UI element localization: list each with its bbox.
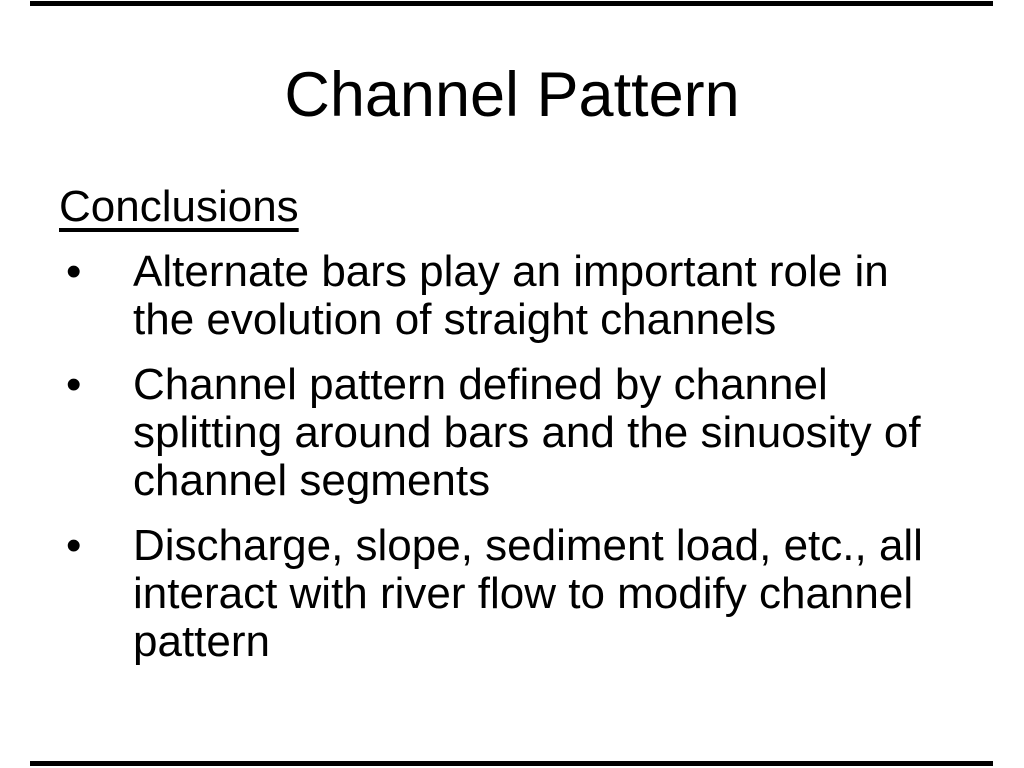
bullet-text: Channel pattern defined by channel split…: [133, 360, 921, 505]
bullet-marker: •: [66, 360, 82, 409]
slide-bottom-border: [30, 761, 993, 766]
slide-title: Channel Pattern: [284, 60, 740, 130]
bullet-marker: •: [66, 247, 82, 296]
slide-top-border: [30, 1, 993, 6]
bullet-text: Alternate bars play an important role in…: [133, 247, 889, 344]
bullet-item-discharge-slope: • Discharge, slope, sediment load, etc.,…: [59, 522, 964, 666]
conclusions-heading-row: Conclusions: [59, 183, 964, 231]
slide-body: Conclusions • Alternate bars play an imp…: [59, 183, 964, 683]
bullet-text: Discharge, slope, sediment load, etc., a…: [133, 521, 923, 666]
conclusions-heading: Conclusions: [59, 182, 299, 231]
bullet-marker: •: [66, 521, 82, 570]
bullet-item-alternate-bars: • Alternate bars play an important role …: [59, 248, 964, 344]
bullet-item-channel-pattern: • Channel pattern defined by channel spl…: [59, 361, 964, 505]
